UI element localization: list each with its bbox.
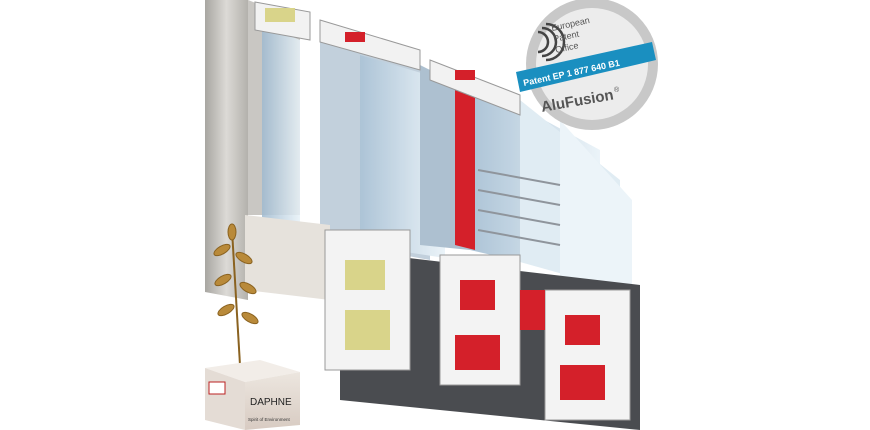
award-subtitle: Spirit of Environment xyxy=(248,417,291,422)
seal-org-line3: Office xyxy=(554,40,579,55)
blind-slats xyxy=(477,169,561,246)
top-frame-sections xyxy=(254,1,521,116)
daphne-award-block: DAPHNE Spirit of Environment xyxy=(205,360,300,430)
red-sash-core xyxy=(455,90,475,250)
epo-logo-icon xyxy=(537,22,566,62)
seal-brand-mark: ® xyxy=(614,86,620,94)
laurel-branch-icon xyxy=(213,223,259,366)
patent-seal: European Patent Office Patent EP 1 877 6… xyxy=(516,0,658,130)
award-name: DAPHNE xyxy=(250,397,292,408)
bottom-profile-right xyxy=(520,289,631,421)
window-sill xyxy=(245,215,330,300)
bottom-profile-middle xyxy=(439,254,521,386)
bottom-profile-left xyxy=(324,229,411,371)
award-logo xyxy=(208,381,226,395)
